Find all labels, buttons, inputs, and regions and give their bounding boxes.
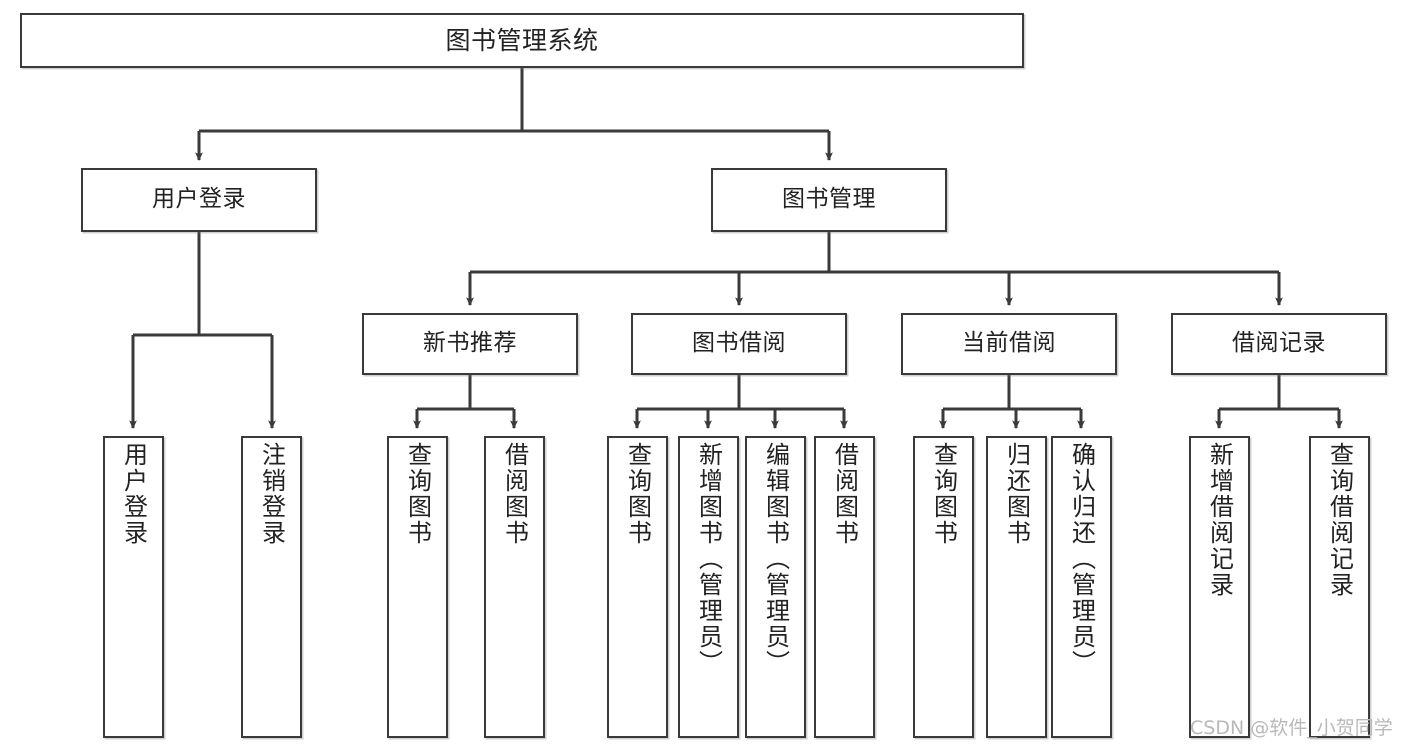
leaf-borrow-book-2-label: 借阅图书 — [830, 442, 859, 546]
leaf-user-logout[interactable]: 注销登录 — [241, 436, 302, 738]
node-borrow-record[interactable]: 借阅记录 — [1171, 313, 1387, 375]
leaf-query-book-1[interactable]: 查询图书 — [387, 436, 448, 738]
leaf-user-logout-label: 注销登录 — [257, 442, 286, 546]
node-book-borrow-label: 图书借阅 — [692, 330, 786, 357]
leaf-add-book[interactable]: 新增图书（管理员） — [678, 436, 739, 738]
node-current-borrow-label: 当前借阅 — [962, 330, 1056, 357]
leaf-borrow-book-2[interactable]: 借阅图书 — [814, 436, 875, 738]
node-user-login[interactable]: 用户登录 — [81, 168, 317, 232]
leaf-query-borrow-record[interactable]: 查询借阅记录 — [1309, 436, 1370, 738]
leaf-edit-book-label: 编辑图书（管理员） — [761, 442, 790, 676]
node-root-label: 图书管理系统 — [445, 25, 599, 55]
leaf-user-login[interactable]: 用户登录 — [103, 436, 164, 738]
watermark: CSDN @软件_小贺同学 — [1190, 717, 1393, 739]
leaf-query-book-3[interactable]: 查询图书 — [913, 436, 974, 738]
node-book-manage[interactable]: 图书管理 — [711, 168, 947, 232]
leaf-query-book-2[interactable]: 查询图书 — [607, 436, 668, 738]
leaf-query-book-2-label: 查询图书 — [623, 442, 652, 546]
node-book-manage-label: 图书管理 — [782, 186, 876, 213]
leaf-borrow-book-1[interactable]: 借阅图书 — [484, 436, 545, 738]
leaf-confirm-return[interactable]: 确认归还（管理员） — [1051, 436, 1112, 738]
node-borrow-record-label: 借阅记录 — [1232, 330, 1326, 357]
leaf-query-book-3-label: 查询图书 — [929, 442, 958, 546]
leaf-add-borrow-record-label: 新增借阅记录 — [1205, 442, 1234, 598]
leaf-borrow-book-1-label: 借阅图书 — [500, 442, 529, 546]
node-new-book-rec-label: 新书推荐 — [423, 330, 517, 357]
leaf-return-book[interactable]: 归还图书 — [986, 436, 1047, 738]
leaf-return-book-label: 归还图书 — [1002, 442, 1031, 546]
leaf-user-login-label: 用户登录 — [119, 442, 148, 546]
leaf-query-book-1-label: 查询图书 — [403, 442, 432, 546]
node-book-borrow[interactable]: 图书借阅 — [631, 313, 847, 375]
leaf-confirm-return-label: 确认归还（管理员） — [1067, 442, 1096, 676]
node-new-book-rec[interactable]: 新书推荐 — [362, 313, 578, 375]
leaf-edit-book[interactable]: 编辑图书（管理员） — [745, 436, 806, 738]
node-user-login-label: 用户登录 — [152, 186, 246, 213]
leaf-add-book-label: 新增图书（管理员） — [694, 442, 723, 676]
node-root[interactable]: 图书管理系统 — [20, 13, 1024, 68]
node-current-borrow[interactable]: 当前借阅 — [901, 313, 1117, 375]
leaf-add-borrow-record[interactable]: 新增借阅记录 — [1189, 436, 1250, 738]
leaf-query-borrow-record-label: 查询借阅记录 — [1325, 442, 1354, 598]
